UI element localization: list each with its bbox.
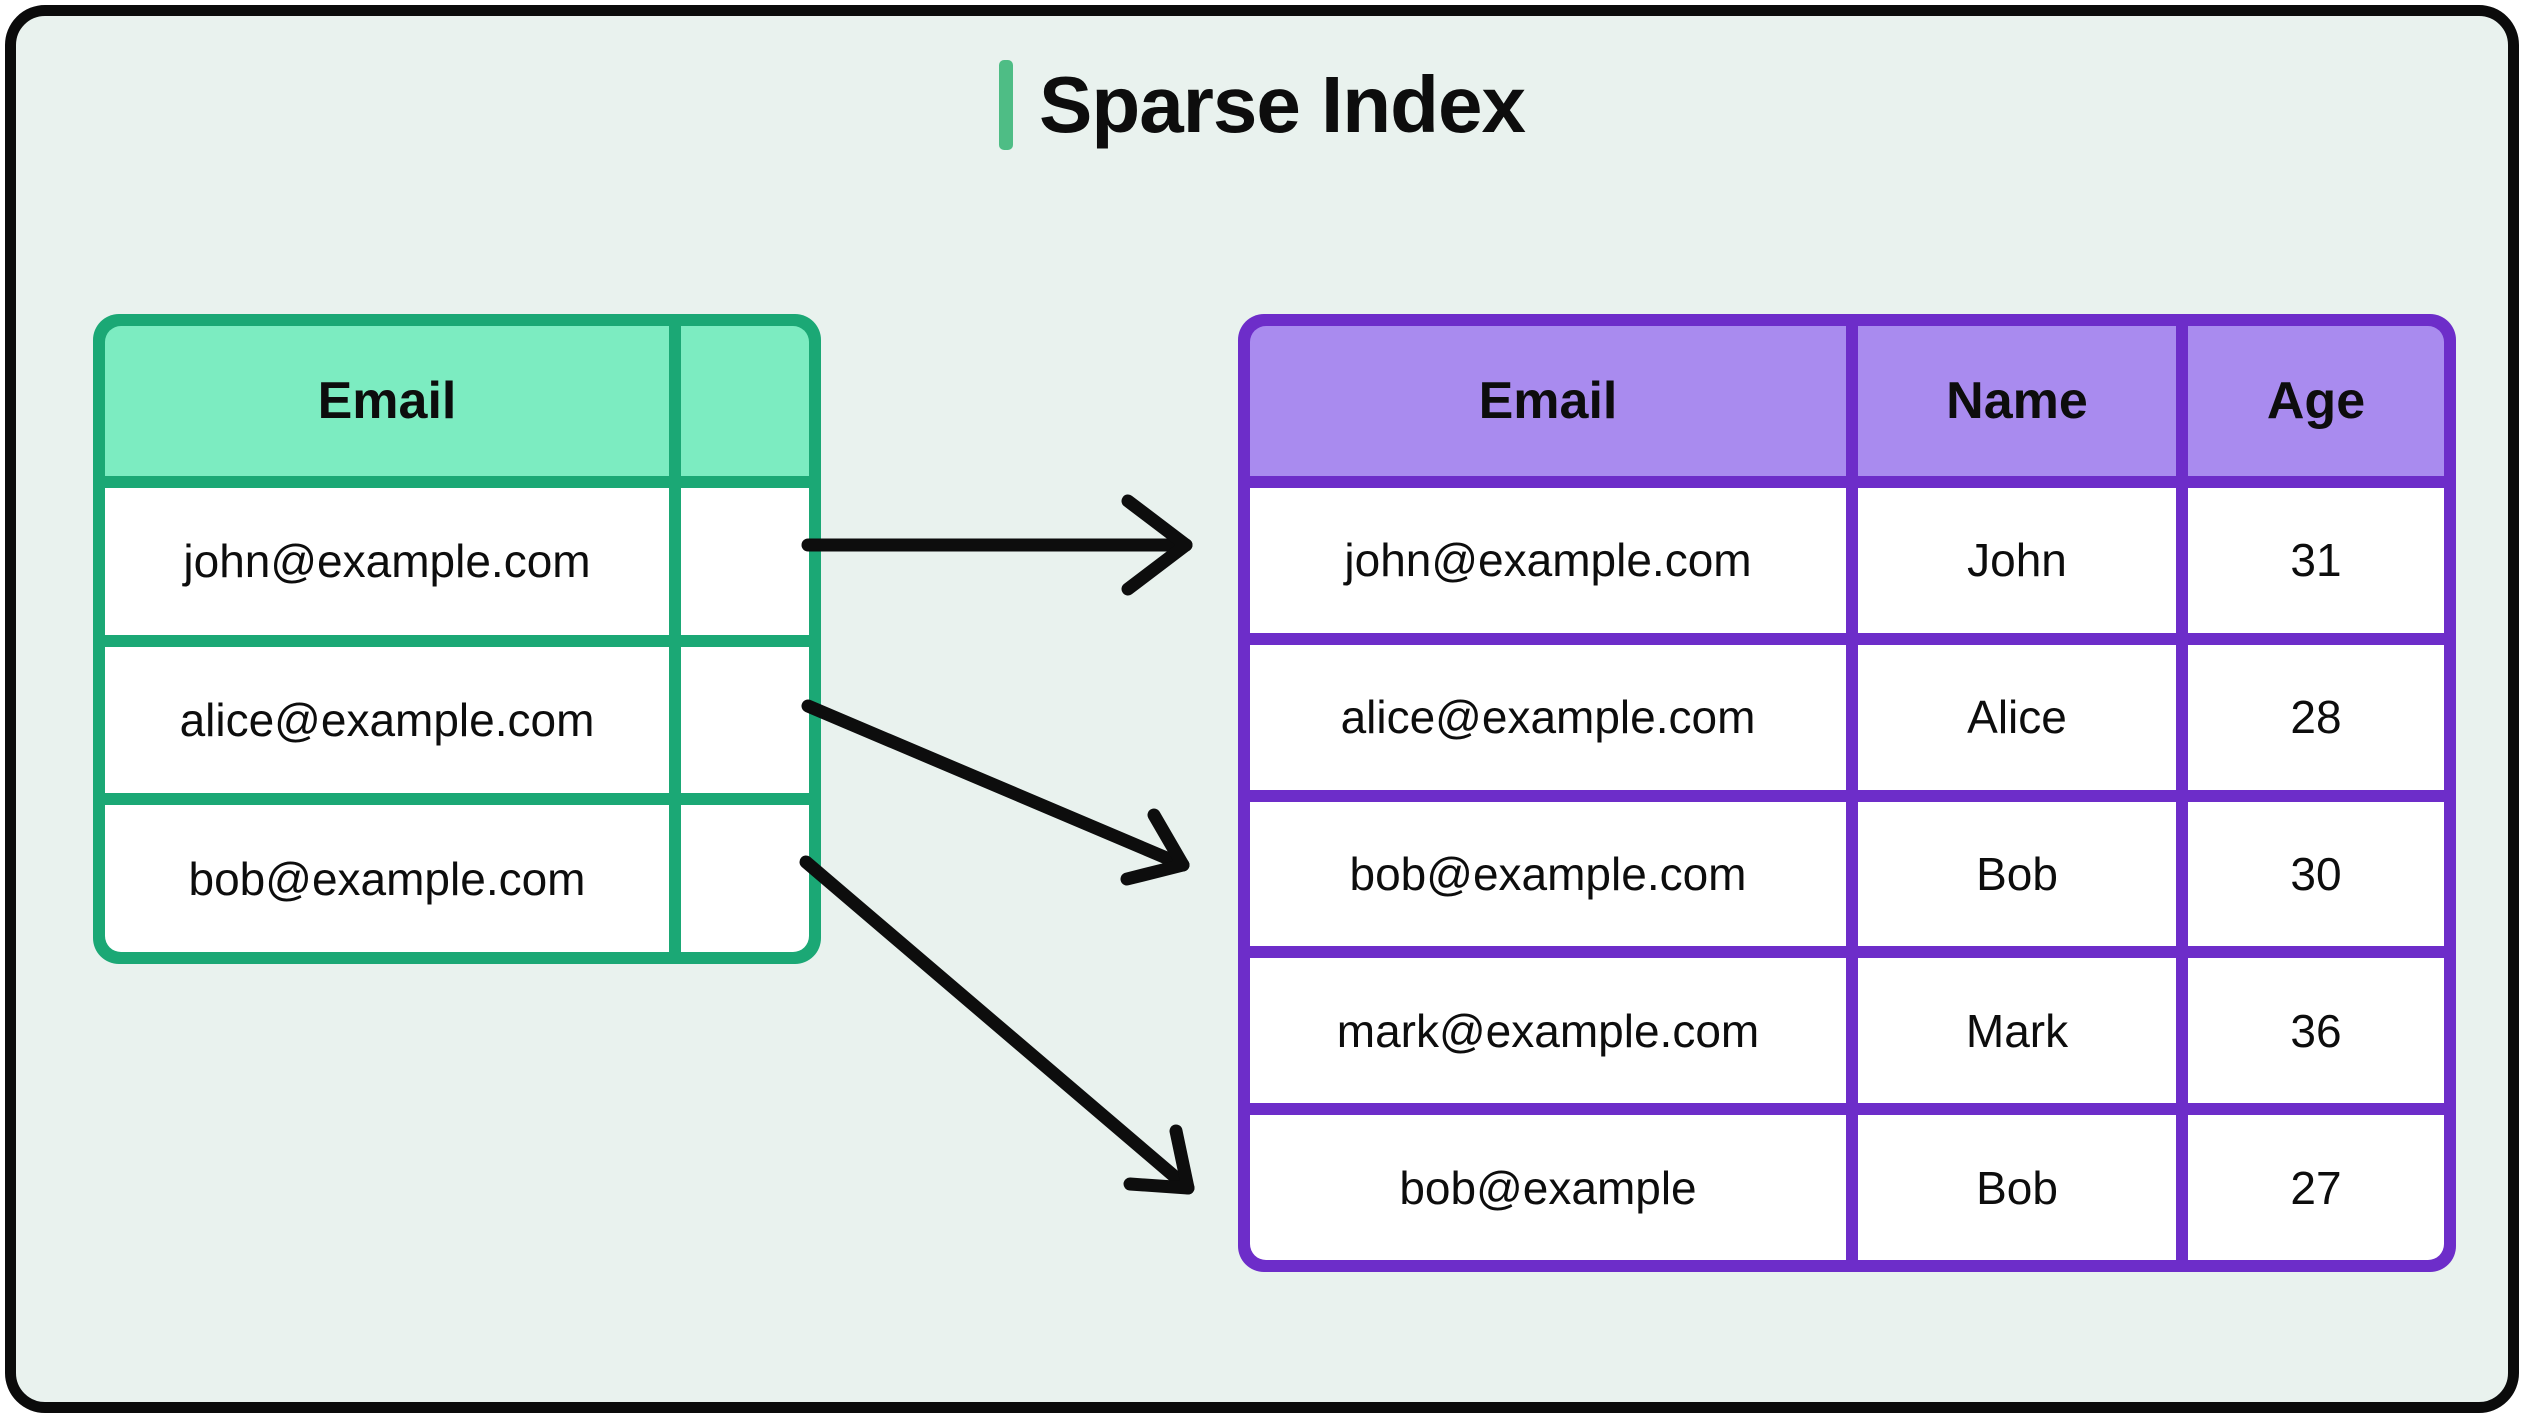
data-header-email: Email — [1250, 326, 1846, 476]
data-header-name: Name — [1858, 326, 2176, 476]
data-cell-name: John — [1858, 488, 2176, 633]
index-row-email: john@example.com — [105, 488, 669, 635]
title-accent-bar — [998, 60, 1013, 150]
index-row-pointer-cell — [681, 646, 809, 794]
data-cell-email: bob@example.com — [1250, 801, 1846, 947]
diagram-canvas: Sparse Index Email john@example.com alic… — [5, 5, 2519, 1413]
data-table: Email Name Age john@example.com John 31 … — [1238, 314, 2456, 1272]
data-cell-name: Bob — [1858, 801, 2176, 947]
index-header-pointer — [681, 326, 809, 476]
data-header-age: Age — [2188, 326, 2444, 476]
index-table: Email john@example.com alice@example.com… — [93, 314, 821, 964]
index-row-email: alice@example.com — [105, 646, 669, 794]
index-row-email: bob@example.com — [105, 805, 669, 952]
data-cell-name: Alice — [1858, 644, 2176, 790]
data-cell-age: 36 — [2188, 958, 2444, 1104]
data-cell-age: 30 — [2188, 801, 2444, 947]
page-title: Sparse Index — [1038, 60, 1526, 149]
data-cell-email: john@example.com — [1250, 488, 1846, 633]
data-cell-email: bob@example — [1250, 1115, 1846, 1260]
index-table-grid: Email john@example.com alice@example.com… — [105, 326, 809, 952]
index-row-pointer-cell — [681, 805, 809, 952]
data-cell-email: mark@example.com — [1250, 958, 1846, 1104]
index-row-pointer-cell — [681, 488, 809, 635]
data-cell-age: 27 — [2188, 1115, 2444, 1260]
data-cell-age: 28 — [2188, 644, 2444, 790]
data-cell-name: Mark — [1858, 958, 2176, 1104]
data-table-grid: Email Name Age john@example.com John 31 … — [1250, 326, 2444, 1260]
data-cell-age: 31 — [2188, 488, 2444, 633]
data-cell-name: Bob — [1858, 1115, 2176, 1260]
index-header-email: Email — [105, 326, 669, 476]
title-row: Sparse Index — [16, 60, 2508, 150]
data-cell-email: alice@example.com — [1250, 644, 1846, 790]
